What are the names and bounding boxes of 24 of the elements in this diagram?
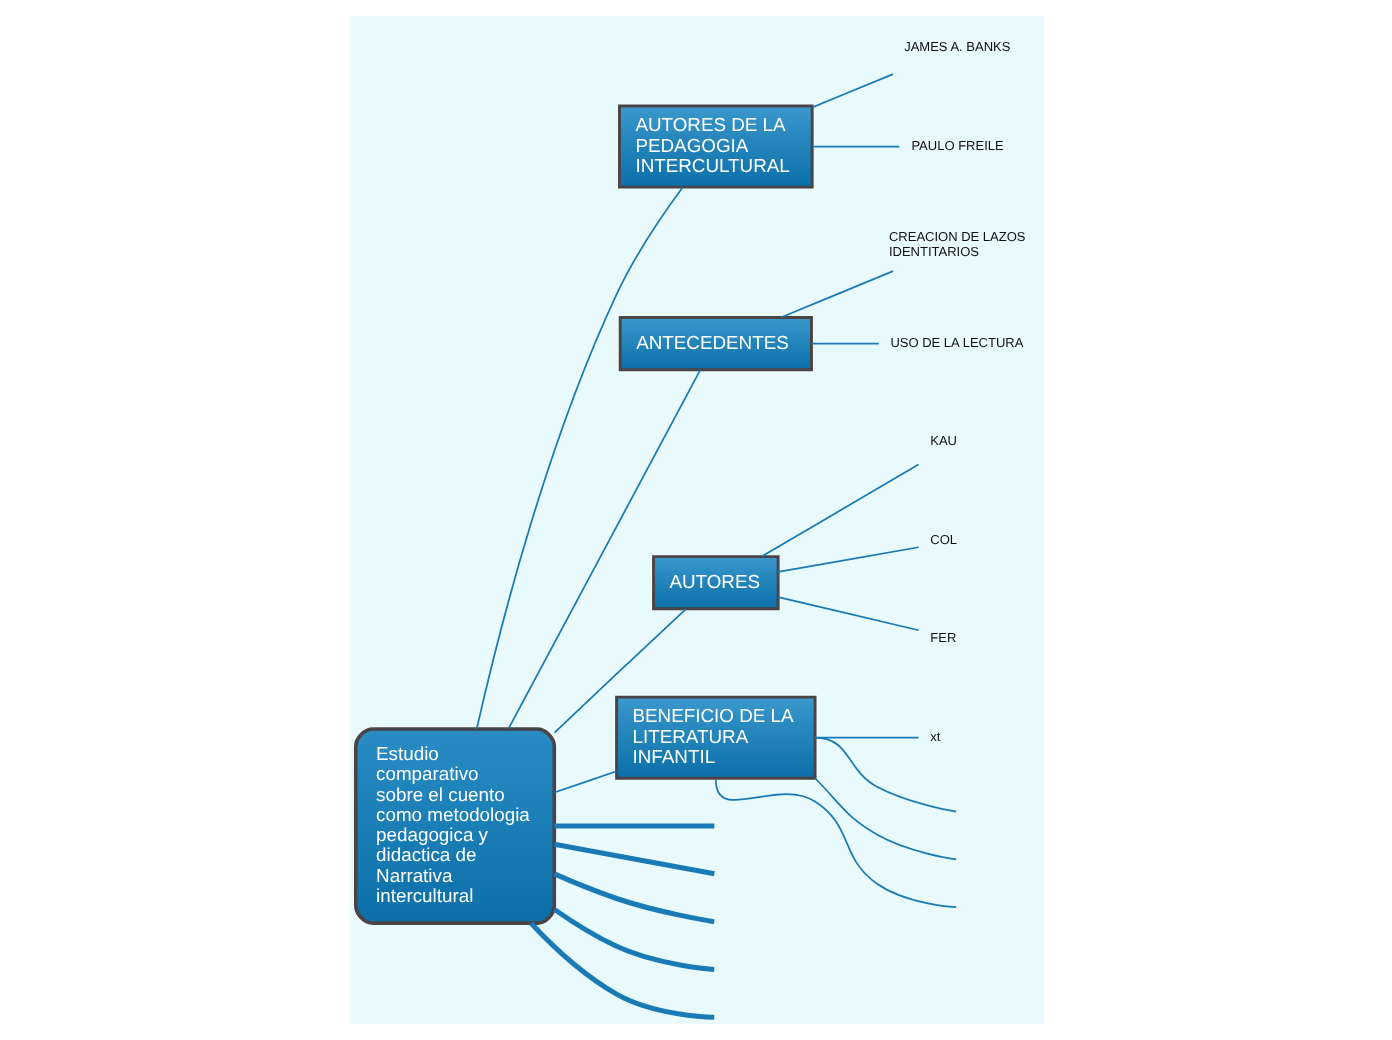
- connector: [813, 736, 957, 813]
- node-box: AUTORES DE LA PEDAGOGIA INTERCULTURAL: [617, 104, 813, 189]
- node-box: BENEFICIO DE LA LITERATURA INFANTIL: [614, 695, 816, 780]
- connector: [552, 608, 686, 734]
- connector: [553, 823, 714, 829]
- connector: [506, 369, 701, 730]
- connector: [528, 921, 714, 1020]
- connector: [713, 778, 957, 909]
- connector: [552, 770, 617, 794]
- connector: [810, 145, 900, 148]
- connector: [759, 463, 919, 558]
- node-box: ANTECEDENTES: [617, 316, 812, 372]
- node-box: Estudio comparativo sobre el cuento como metodologia pedagogica y didactica de Narrativa intercultural: [353, 727, 556, 925]
- connector: [552, 907, 714, 972]
- connector: [776, 546, 919, 573]
- connector: [474, 186, 683, 730]
- connector: [776, 596, 919, 632]
- connector: [552, 841, 714, 877]
- node-box: AUTORES: [651, 555, 779, 611]
- connector: [809, 342, 879, 345]
- connector: [813, 777, 957, 861]
- connector: [778, 270, 893, 319]
- connector: [810, 73, 893, 109]
- connector: [552, 871, 714, 925]
